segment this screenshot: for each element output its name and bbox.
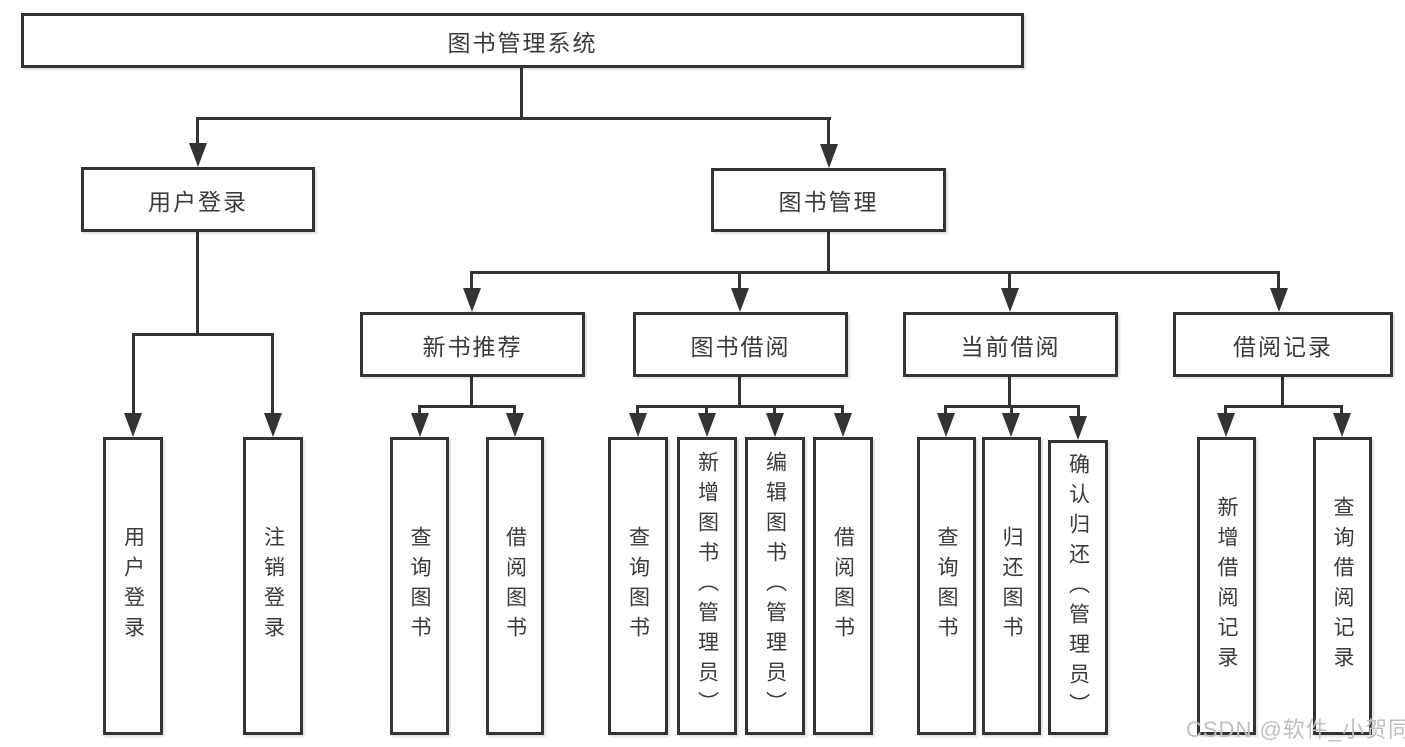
leaf-return-books-label: 归还图书 <box>1000 526 1023 646</box>
leaf-borrow-books-borrow: 借阅图书 <box>813 437 873 735</box>
node-current-borrowing-label: 当前借阅 <box>960 333 1061 360</box>
arrowhead-down-icon <box>1069 416 1087 440</box>
arrowhead-down-icon <box>766 413 784 437</box>
connector-line <box>271 333 274 419</box>
leaf-return-books: 归还图书 <box>982 437 1041 735</box>
leaf-query-borrow-record-label: 查询借阅记录 <box>1331 496 1354 676</box>
leaf-borrow-books-recommend-label: 借阅图书 <box>503 526 527 646</box>
arrowhead-down-icon <box>411 413 429 437</box>
leaf-edit-books-admin: 编辑图书（管理员） <box>745 437 805 735</box>
connector-line <box>196 117 199 149</box>
leaf-confirm-return-admin-label: 确认归还（管理员） <box>1066 452 1090 723</box>
node-new-book-recommendation-label: 新书推荐 <box>422 333 523 360</box>
arrowhead-down-icon <box>1333 413 1351 437</box>
arrowhead-down-icon <box>1270 288 1288 312</box>
arrowhead-down-icon <box>1001 288 1019 312</box>
leaf-borrow-books-recommend: 借阅图书 <box>486 437 544 735</box>
connector-line <box>470 377 473 407</box>
leaf-query-books-borrow: 查询图书 <box>608 437 668 735</box>
connector-line <box>738 271 741 295</box>
leaf-query-books-borrow-label: 查询图书 <box>626 526 650 646</box>
connector-line <box>827 117 830 150</box>
connector-line <box>1008 377 1011 407</box>
node-book-borrowing: 图书借阅 <box>633 312 848 377</box>
arrowhead-down-icon <box>937 413 955 437</box>
node-book-management-label: 图书管理 <box>778 189 879 215</box>
node-library-management-system: 图书管理系统 <box>21 13 1024 68</box>
arrowhead-down-icon <box>264 413 282 437</box>
connector-line <box>1281 377 1284 407</box>
node-borrowing-records-label: 借阅记录 <box>1233 333 1333 360</box>
connector-line <box>470 271 473 295</box>
csdn-watermark: CSDN @软件_小贺同学 <box>1186 717 1405 742</box>
arrowhead-down-icon <box>189 143 207 167</box>
connector-line <box>520 68 523 119</box>
leaf-user-login: 用户登录 <box>103 437 163 735</box>
arrowhead-down-icon <box>124 413 142 437</box>
connector-line <box>470 271 1280 274</box>
leaf-logout-label: 注销登录 <box>261 526 285 646</box>
connector-line <box>132 333 135 419</box>
connector-line <box>827 232 830 274</box>
leaf-query-books-recommend-label: 查询图书 <box>408 526 431 646</box>
connector-line <box>636 405 844 408</box>
connector-line <box>1224 405 1343 408</box>
leaf-query-books-current: 查询图书 <box>917 437 976 735</box>
node-book-borrowing-label: 图书借阅 <box>690 333 791 360</box>
node-book-management: 图书管理 <box>711 168 946 232</box>
arrowhead-down-icon <box>834 413 852 437</box>
leaf-borrow-books-borrow-label: 借阅图书 <box>831 526 855 646</box>
node-new-book-recommendation: 新书推荐 <box>360 312 585 377</box>
leaf-add-books-admin: 新增图书（管理员） <box>677 437 737 735</box>
connector-line <box>738 377 741 407</box>
node-current-borrowing: 当前借阅 <box>903 312 1118 377</box>
arrowhead-down-icon <box>698 413 716 437</box>
leaf-edit-books-admin-label: 编辑图书（管理员） <box>763 451 787 721</box>
connector-line <box>132 333 274 336</box>
leaf-add-borrow-record-label: 新增借阅记录 <box>1215 496 1238 676</box>
leaf-add-borrow-record: 新增借阅记录 <box>1197 437 1256 735</box>
arrowhead-down-icon <box>463 288 481 312</box>
arrowhead-down-icon <box>820 144 838 168</box>
arrowhead-down-icon <box>629 413 647 437</box>
node-user-login: 用户登录 <box>81 167 315 232</box>
connector-line <box>418 405 516 408</box>
leaf-query-books-current-label: 查询图书 <box>935 526 958 646</box>
arrowhead-down-icon <box>1002 413 1020 437</box>
connector-line <box>196 232 199 336</box>
node-borrowing-records: 借阅记录 <box>1173 312 1393 377</box>
leaf-logout: 注销登录 <box>243 437 303 735</box>
leaf-query-borrow-record: 查询借阅记录 <box>1313 437 1372 735</box>
node-user-login-label: 用户登录 <box>148 188 248 215</box>
leaf-confirm-return-admin: 确认归还（管理员） <box>1048 440 1108 735</box>
leaf-add-books-admin-label: 新增图书（管理员） <box>695 451 719 721</box>
connector-line <box>196 117 831 120</box>
connector-line <box>1008 271 1011 295</box>
arrowhead-down-icon <box>506 413 524 437</box>
arrowhead-down-icon <box>1217 413 1235 437</box>
connector-line <box>1077 405 1080 421</box>
leaf-query-books-recommend: 查询图书 <box>390 437 449 735</box>
arrowhead-down-icon <box>731 288 749 312</box>
leaf-user-login-label: 用户登录 <box>121 526 145 646</box>
connector-line <box>1277 271 1280 295</box>
node-library-management-system-label: 图书管理系统 <box>447 29 598 56</box>
